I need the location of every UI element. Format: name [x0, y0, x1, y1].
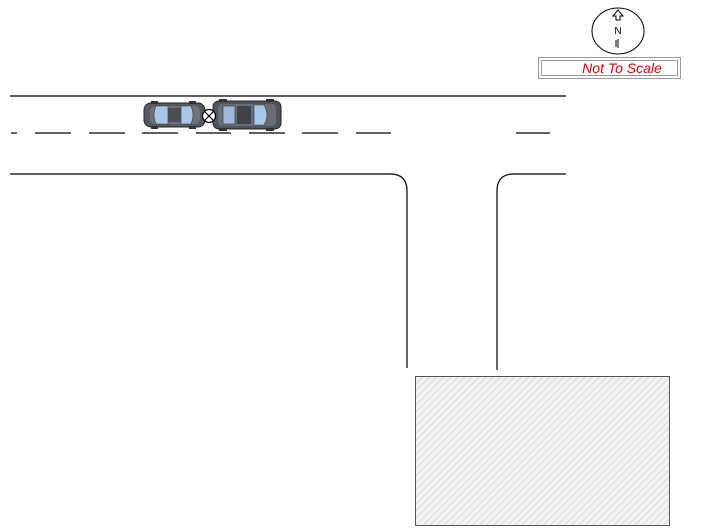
- suv-icon: [212, 99, 282, 131]
- north-compass: N: [591, 7, 645, 55]
- building-block: [415, 376, 670, 526]
- road-south-edge-east: [496, 173, 566, 370]
- compass-letter: N: [614, 26, 621, 37]
- north-arrow-icon: [611, 9, 625, 48]
- scale-note-text: Not To Scale: [582, 60, 662, 76]
- main-road: [10, 95, 566, 370]
- compass-circle: [591, 7, 645, 55]
- car-icon: [143, 101, 206, 129]
- road-south-edge-west: [10, 173, 408, 368]
- scale-note-box: Not To Scale: [538, 57, 681, 79]
- collision-x-icon: [201, 108, 217, 124]
